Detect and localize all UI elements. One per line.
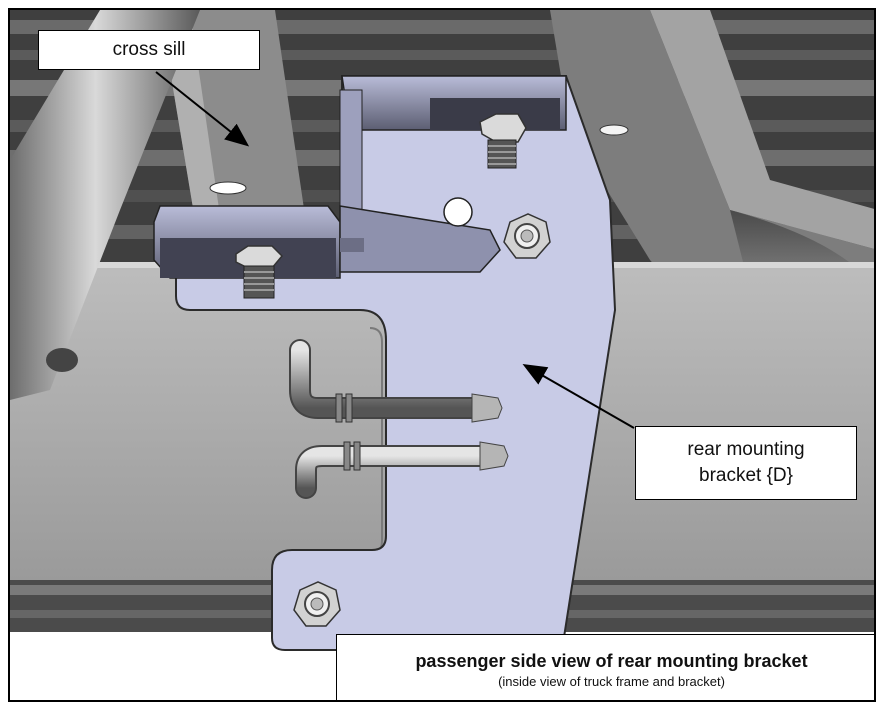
caption-subtitle: (inside view of truck frame and bracket) bbox=[498, 674, 725, 689]
rear-bracket-arrow bbox=[522, 364, 635, 429]
rear-mounting-bracket-plate bbox=[175, 75, 617, 651]
caption-box: passenger side view of rear mounting bra… bbox=[336, 634, 874, 700]
bracket-hole bbox=[443, 197, 473, 227]
cross-sill-text: cross sill bbox=[112, 39, 186, 60]
rear-bracket-line-1: rear mounting bbox=[687, 439, 805, 460]
hose-fitting-icon bbox=[295, 441, 509, 499]
diagram-frame: cross sill rear mounting bracket {D} pas… bbox=[8, 8, 876, 702]
frame-illustration bbox=[10, 10, 874, 700]
rear-mounting-bracket-label: rear mounting bracket {D} bbox=[635, 426, 857, 500]
cross-sill-label: cross sill bbox=[38, 30, 260, 70]
hex-nut-icon bbox=[293, 581, 341, 627]
hose-fitting-icon bbox=[289, 339, 503, 423]
hex-nut-icon bbox=[503, 213, 551, 259]
left-tube bbox=[10, 10, 200, 400]
hex-bolt-icon bbox=[235, 245, 284, 299]
cross-sill-arrow bbox=[155, 71, 250, 147]
hex-bolt-icon bbox=[479, 113, 527, 169]
caption-title: passenger side view of rear mounting bra… bbox=[415, 651, 808, 671]
rear-bracket-line-2: bracket {D} bbox=[699, 465, 793, 486]
